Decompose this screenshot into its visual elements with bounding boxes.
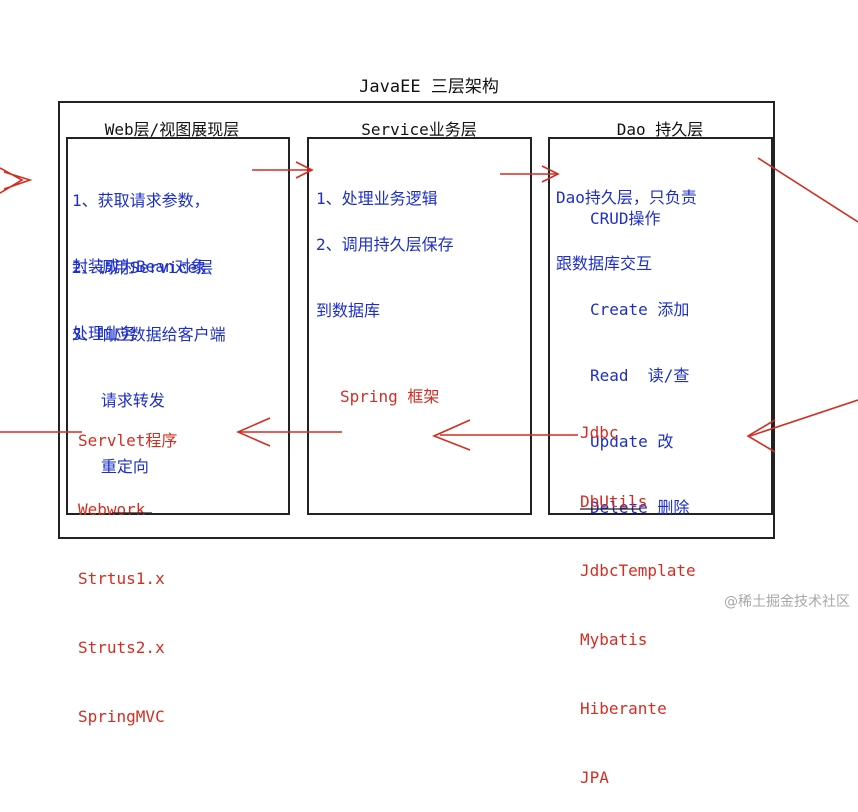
web-to-service-arrowhead-icon — [295, 161, 314, 179]
web-layer-box — [66, 137, 290, 515]
dao-layer-header: Dao 持久层 — [616, 120, 704, 139]
web-item-3-line: 3、响应数据给客户端 — [72, 325, 226, 344]
dao-description-line: Dao持久层，只负责 — [556, 188, 697, 207]
dao-framework-item: Jdbc — [580, 423, 619, 442]
web-framework-item: Struts2.x — [78, 638, 165, 657]
web-framework-item: Webwork — [78, 500, 146, 519]
service-layer-box — [307, 137, 532, 515]
web-item-1: 1、获取请求参数， 封装成为Bean对象 — [72, 146, 210, 300]
web-item-3: 3、响应数据给客户端 请求转发 重定向 — [72, 280, 226, 500]
service-item-1-line: 1、处理业务逻辑 — [316, 189, 438, 208]
web-item-2: 2、调用Service层 处理业务 — [72, 213, 213, 367]
web-layer-header: Web层/视图展现层 — [104, 120, 240, 139]
dao-description-line: 跟数据库交互 — [556, 254, 653, 273]
web-item-1-line: 封装成为Bean对象 — [72, 257, 207, 276]
dao-crud-item: Create 添加 — [590, 300, 690, 319]
web-framework-item: Servlet程序 — [78, 431, 178, 450]
dao-description: Dao持久层，只负责 跟数据库交互 — [556, 143, 697, 297]
dao-crud-item: Update 改 — [590, 432, 674, 451]
web-item-3-line: 请求转发 — [72, 391, 165, 410]
web-framework-item: SpringMVC — [78, 707, 165, 726]
dao-crud-title: CRUD操作 — [590, 209, 661, 228]
dao-framework-item: Hiberante — [580, 699, 667, 718]
service-layer-header: Service业务层 — [361, 120, 477, 139]
dao-crud-item: Delete 删除 — [590, 498, 690, 517]
watermark: @稀土掘金技术社区 — [724, 594, 850, 610]
dao-framework-item: JdbcTemplate — [580, 561, 696, 580]
db-to-dao-line-icon — [749, 399, 858, 437]
dao-crud-item: Read 读/查 — [590, 366, 690, 385]
service-item-2: 2、调用持久层保存 到数据库 — [316, 190, 454, 344]
dao-framework-item: Mybatis — [580, 630, 648, 649]
web-item-2-line: 处理业务 — [72, 324, 137, 343]
web-framework-item: Strtus1.x — [78, 569, 165, 588]
web-item-3-line: 重定向 — [72, 457, 149, 476]
service-to-web-arrowhead-icon — [236, 417, 271, 447]
service-item-1: 1、处理业务逻辑 — [316, 144, 438, 232]
web-item-1-line: 1、获取请求参数， — [72, 191, 210, 210]
dao-framework-item: JPA — [580, 768, 609, 787]
service-to-dao-arrowhead-icon — [541, 165, 560, 183]
db-to-dao-arrowhead-icon — [746, 419, 776, 453]
dao-crud-list: Create 添加 Read 读/查 Update 改 Delete 删除 — [590, 255, 689, 541]
request-in-arrow-icon — [0, 167, 33, 194]
dao-to-service-arrowhead-icon — [431, 419, 471, 451]
service-item-2-line: 到数据库 — [316, 301, 381, 320]
architecture-frame — [58, 101, 775, 539]
diagram-title: JavaEE 三层架构 — [359, 77, 499, 97]
service-framework: Spring 框架 — [340, 387, 440, 406]
dao-to-db-arrow-icon — [757, 157, 858, 223]
service-item-2-line: 2、调用持久层保存 — [316, 235, 454, 254]
dao-framework-item: DbUtils — [580, 492, 648, 511]
connector-arrows — [0, 157, 858, 514]
web-item-2-line: 2、调用Service层 — [72, 258, 214, 277]
dao-layer-box — [548, 137, 773, 515]
